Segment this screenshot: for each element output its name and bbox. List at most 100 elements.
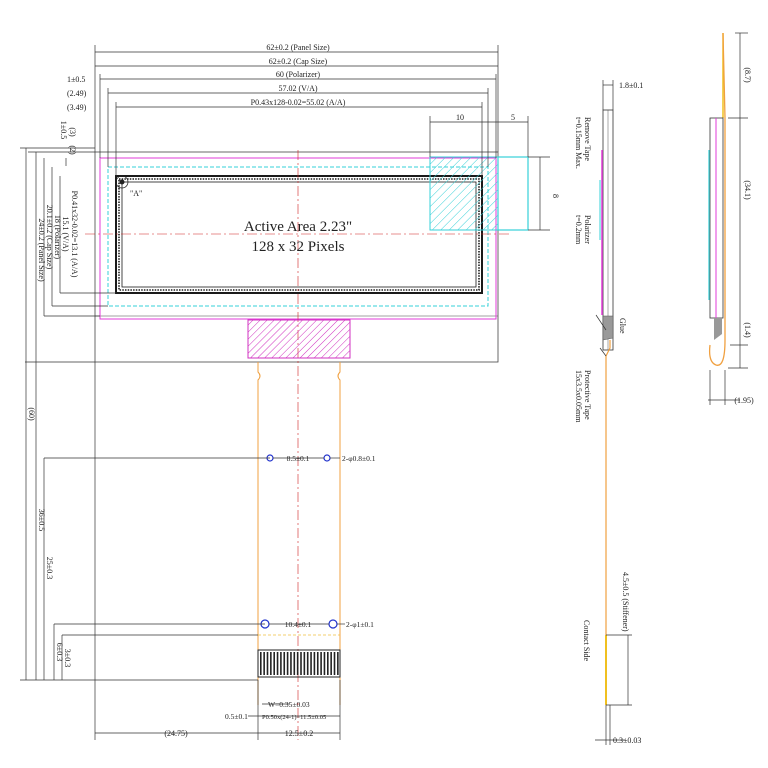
side-remove-tape-t: t=0.15mm Max. — [574, 117, 583, 169]
contact-finger — [330, 652, 332, 675]
dim-va: 57.02 (V/A) — [278, 84, 317, 93]
contact-finger — [270, 652, 272, 675]
top-dimensions — [94, 45, 550, 231]
hatched-region — [429, 156, 499, 231]
contact-finger — [313, 652, 316, 675]
dim-v-aa: P0.41x32-0.02=13.1 (A/A) — [70, 191, 79, 278]
bent-view: (8.7) (34.1) (1.4) (1.95) — [708, 32, 754, 405]
pixel-detail-circle — [115, 175, 129, 189]
side-glue-label: Glue — [618, 318, 627, 334]
contact-finger — [320, 652, 322, 675]
dim-left-3: (3.49) — [67, 103, 87, 112]
side-protective-tape: Protective Tape — [583, 370, 592, 420]
hole-2-pitch: 10.4±0.1 — [285, 620, 312, 629]
bent-dimensions — [708, 32, 748, 405]
dim-pitch: P0.50x(24-1)=11.5±0.05 — [262, 714, 326, 721]
dim-aa: P0.43x128-0.02=55.02 (A/A) — [251, 98, 346, 107]
hole-1-right — [323, 454, 331, 462]
side-dimensions — [595, 80, 632, 745]
pixel-detail-dot — [119, 179, 125, 185]
contact-finger — [290, 652, 292, 675]
bent-341: (34.1) — [743, 180, 752, 200]
bent-fpc — [708, 32, 726, 366]
contact-finger — [316, 652, 319, 675]
panel-outline — [94, 151, 499, 363]
dim-v-25: 25±0.3 — [45, 557, 54, 579]
fpc-contacts — [257, 649, 341, 678]
contact-finger — [266, 652, 269, 675]
hole-2-dia: 2-φ1±0.1 — [346, 620, 374, 629]
contact-finger — [327, 652, 329, 675]
contact-finger — [333, 652, 336, 675]
dim-w: W=0.35±0.03 — [268, 700, 310, 709]
contact-finger — [280, 652, 282, 675]
left-dimensions — [20, 147, 270, 681]
side-view: 1.8±0.1 Remove Tape t=0.15mm Max. Polari… — [574, 80, 643, 745]
bottom-dimensions — [94, 362, 341, 740]
fpc-outline — [257, 362, 341, 705]
side-remove-tape: Remove Tape — [583, 117, 592, 161]
dim-v-panel: 24±0.2 (Panel Size) — [37, 218, 46, 282]
dim-05: 0.5±0.1 — [225, 712, 248, 721]
pixel-a-label: "A" — [130, 189, 142, 198]
contact-finger — [283, 652, 286, 675]
contact-finger — [310, 652, 312, 675]
contact-finger — [273, 652, 275, 675]
bent-glue — [714, 318, 722, 340]
dim-2475: (24.75) — [164, 729, 188, 738]
hole-1-pitch: 8.5±0.1 — [287, 454, 310, 463]
contact-fingers — [260, 652, 339, 675]
contact-finger — [303, 652, 306, 675]
active-area-inner — [121, 181, 477, 288]
dim-10: 10 — [456, 113, 464, 122]
contact-finger — [306, 652, 309, 675]
pixels-label: 128 x 32 Pixels — [252, 239, 345, 255]
side-fpc-t: 0.3±0.03 — [613, 736, 641, 745]
contact-finger — [286, 652, 289, 675]
contact-finger — [263, 652, 265, 675]
dim-v-pol: 18 (Polarizer) — [53, 215, 62, 260]
dim-cap-size: 62±0.2 (Cap Size) — [269, 57, 328, 66]
dim-left-2: (2.49) — [67, 89, 87, 98]
side-protective-tape-size: 15x3.5x0.05mm — [574, 370, 583, 423]
dim-v-36: 36±0.5 — [37, 509, 46, 531]
view-area-outline — [107, 166, 489, 307]
dim-v-6: 6±0.3 — [55, 643, 64, 661]
contact-finger — [323, 652, 326, 675]
dim-v-1: 1±0.5 — [59, 121, 68, 139]
contact-finger — [296, 652, 299, 675]
driver-ic — [247, 319, 351, 359]
hole-2-right — [328, 619, 338, 629]
contact-finger — [293, 652, 296, 675]
dim-v-va: 15.1 (V/A) — [61, 216, 70, 251]
bent-87: (8.7) — [743, 67, 752, 83]
contact-finger — [260, 652, 262, 675]
front-view: "A" Active Area 2.23" 128 x 32 Pixels — [20, 43, 560, 740]
side-thickness: 1.8±0.1 — [619, 81, 643, 90]
bent-195: (1.95) — [734, 396, 754, 405]
side-polarizer: Polarizer — [583, 215, 592, 244]
active-area-label: Active Area 2.23" — [244, 219, 352, 235]
side-polarizer-t: t=0.2mm — [574, 215, 583, 245]
active-area-pixels — [118, 178, 480, 291]
dim-v-2: (2) — [68, 145, 77, 155]
dim-left-1: 1±0.5 — [67, 75, 85, 84]
dim-8: 8 — [551, 194, 560, 198]
dim-polarizer: 60 (Polarizer) — [276, 70, 321, 79]
side-fpc — [605, 340, 611, 705]
side-glue — [602, 315, 614, 341]
dim-5: 5 — [511, 113, 515, 122]
protrusion-outline — [497, 156, 529, 231]
hole-1-dia: 2-φ0.8±0.1 — [342, 454, 376, 463]
dim-v-cap: 20.1±0.2 (Cap Size) — [45, 205, 54, 270]
contact-finger — [276, 652, 279, 675]
dim-125: 12.5±0.2 — [285, 729, 313, 738]
dim-v-3b: 3±0.3 — [63, 649, 72, 667]
hole-dimensions — [269, 457, 345, 625]
contact-finger — [300, 652, 302, 675]
bent-14: (1.4) — [743, 322, 752, 338]
dim-v-60: (60) — [27, 407, 36, 421]
contact-finger — [337, 652, 339, 675]
side-contact-side: Contact Side — [582, 620, 591, 662]
